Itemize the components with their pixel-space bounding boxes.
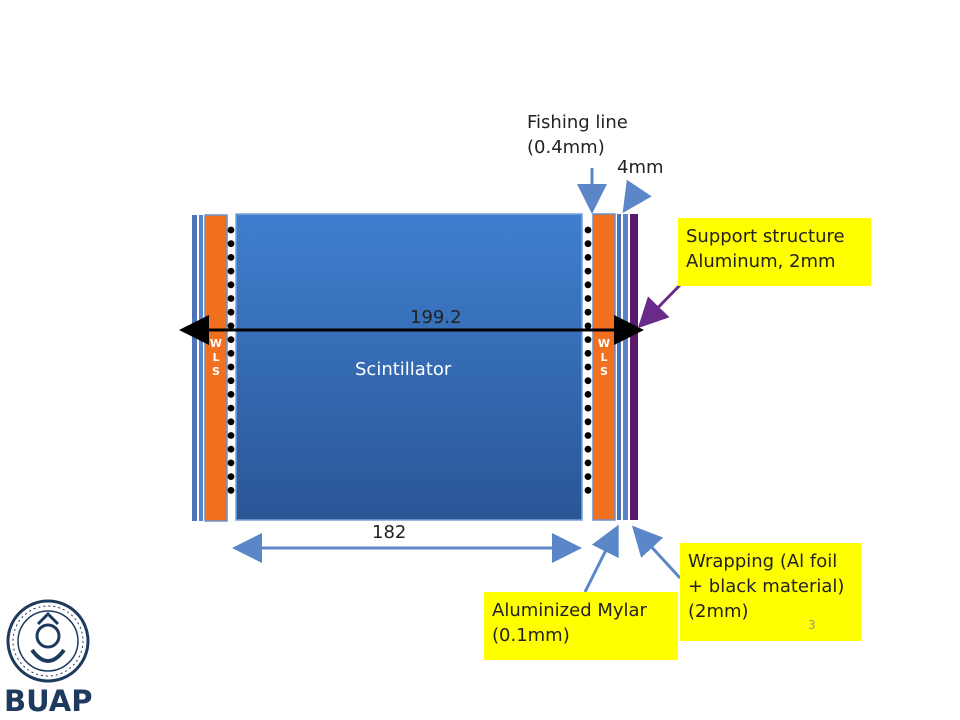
- mylar-arrow: [583, 524, 619, 593]
- fishing-line-dot: [584, 377, 592, 385]
- fishing-line-dot: [227, 459, 235, 467]
- fishing-line-dot: [227, 473, 235, 480]
- scintillator-width-label: 182: [372, 522, 407, 543]
- right-mylar-layer: [617, 214, 621, 520]
- fishing-line-dot: [584, 295, 592, 302]
- fishing-line-dot: [584, 391, 592, 398]
- fishing-line-dot: [584, 473, 592, 480]
- fishing-line-dot: [584, 240, 592, 248]
- fishing-line-dot: [584, 308, 592, 316]
- fishing-line-dot: [227, 308, 235, 316]
- fishing-line-dot: [227, 363, 235, 371]
- fishing-line-dot: [227, 240, 235, 248]
- fishing-line-dot: [584, 363, 592, 371]
- fishing-line-dot: [584, 418, 592, 426]
- fishing-line-dot: [584, 226, 592, 234]
- right-outer-layer: [623, 214, 628, 520]
- fishing-line-dot: [584, 336, 592, 343]
- support-arrow: [637, 281, 684, 329]
- fishing-line-dot: [584, 267, 592, 275]
- right-wls-label: W L S: [597, 337, 611, 378]
- fishing-line-dot: [584, 432, 592, 439]
- right-wrapping-layer: [630, 214, 638, 520]
- fishing-line-dot: [584, 281, 592, 289]
- scintillator-label: Scintillator: [355, 359, 452, 380]
- wrapping-callout: Wrapping (Al foil + black material) (2mm…: [680, 543, 861, 641]
- wrapping-arrow: [631, 525, 682, 580]
- fishing-line-dot: [227, 486, 235, 494]
- right-wls-bar: [592, 213, 616, 521]
- fishing-line-dot: [227, 336, 235, 343]
- fishing-line-dot: [584, 445, 592, 453]
- buap-logo-text: BUAP: [4, 684, 93, 718]
- fishing-line-dot: [227, 226, 235, 234]
- fishing-line-dot: [584, 349, 592, 357]
- fishing-line-dot: [227, 349, 235, 357]
- fishing-line-dot: [227, 404, 235, 412]
- total-width-label: 199.2: [410, 307, 462, 328]
- fishing-line-dot: [584, 322, 592, 330]
- fishing-line-label: Fishing line (0.4mm): [527, 112, 628, 158]
- fishing-line-dot: [584, 404, 592, 412]
- buap-seal-logo: [6, 599, 90, 683]
- scintillator-block: [235, 213, 583, 521]
- fishing-line-dot: [227, 254, 235, 261]
- fishing-line-dot: [227, 281, 235, 289]
- left-inner-layer: [199, 215, 203, 521]
- fishing-line-dot: [227, 322, 235, 330]
- left-wls-bar: [204, 214, 228, 522]
- fishing-line-dot: [227, 267, 235, 275]
- fishing-line-dot: [584, 254, 592, 261]
- left-fishing-line-dots: [227, 226, 235, 494]
- fishing-line-dot: [227, 377, 235, 385]
- mylar-callout: Aluminized Mylar (0.1mm): [484, 592, 678, 660]
- fishing-line-dot: [227, 391, 235, 398]
- fishing-line-dot: [227, 295, 235, 302]
- fishing-line-dot: [227, 445, 235, 453]
- fishing-line-dot: [584, 459, 592, 467]
- left-outer-layer: [192, 215, 197, 521]
- fishing-line-dot: [584, 486, 592, 494]
- fishing-line-dot: [227, 432, 235, 439]
- right-fishing-line-dots: [584, 226, 592, 494]
- support-structure-callout: Support structure Aluminum, 2mm: [678, 218, 871, 286]
- left-wls-label: W L S: [209, 337, 223, 378]
- fishing-line-dot: [227, 418, 235, 426]
- four-mm-label: 4mm: [617, 157, 664, 178]
- four-mm-arrow: [622, 179, 652, 213]
- slide-number: 3: [808, 618, 816, 632]
